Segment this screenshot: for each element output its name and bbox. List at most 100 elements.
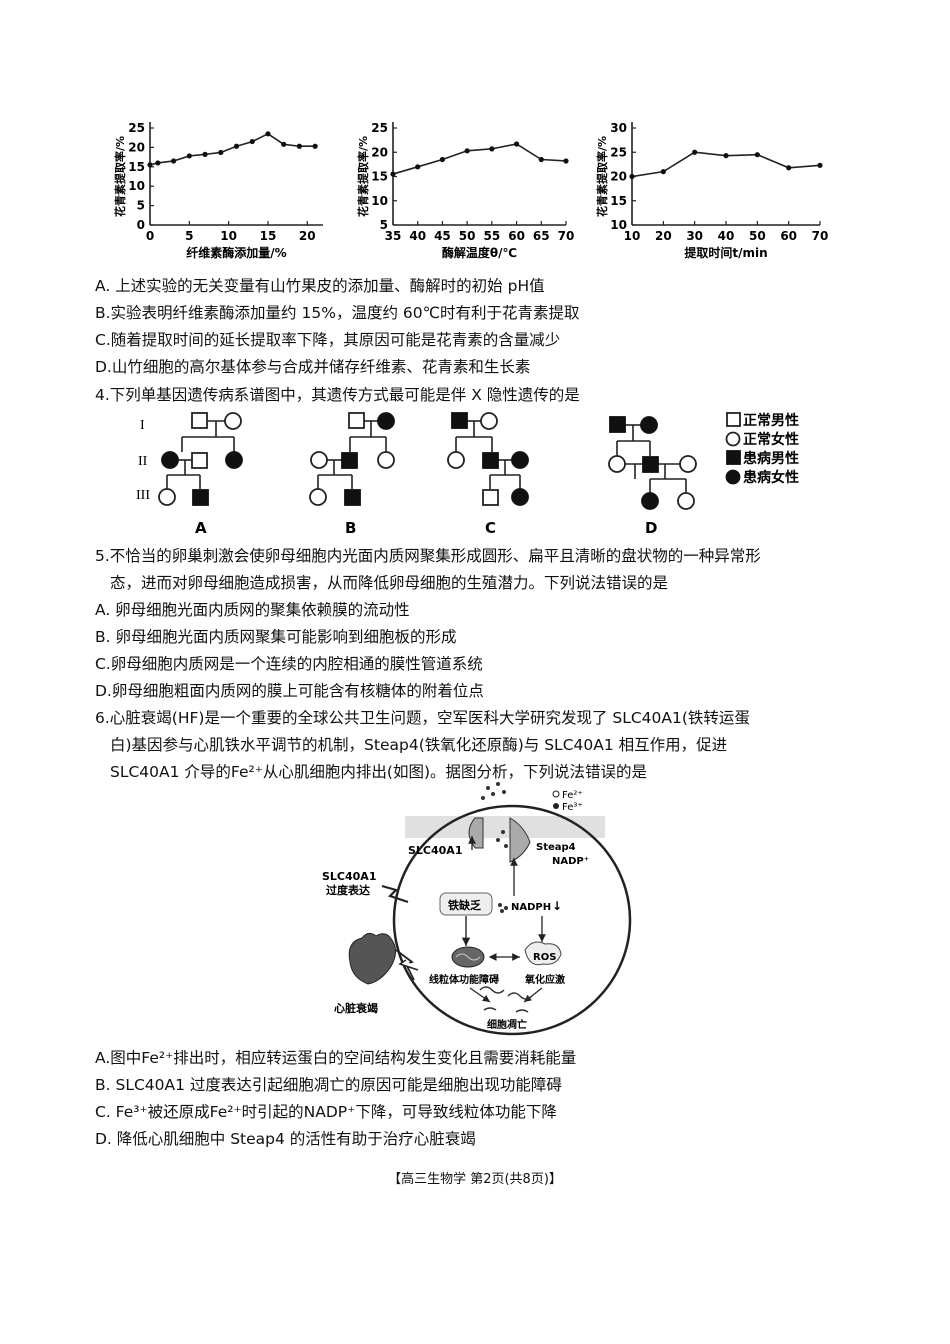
x-tick-label: 10 bbox=[624, 229, 641, 243]
x-axis-label: 酶解温度θ/℃ bbox=[442, 245, 517, 260]
q3-option-c: C.随着提取时间的延长提取率下降，其原因可能是花青素的含量减少 bbox=[95, 331, 561, 349]
x-tick-label: 20 bbox=[299, 229, 316, 243]
data-point bbox=[170, 158, 177, 164]
q6-option-a: A.图中Fe²⁺排出时，相应转运蛋白的空间结构发生变化且需要消耗能量 bbox=[95, 1049, 577, 1067]
pedigree-d: D bbox=[608, 416, 697, 537]
x-tick-label: 50 bbox=[749, 229, 766, 243]
data-point bbox=[629, 173, 635, 180]
y-tick-label: 15 bbox=[128, 160, 145, 174]
y-tick-label: 5 bbox=[380, 218, 388, 232]
cell-outline bbox=[392, 804, 632, 1036]
x-tick-label: 40 bbox=[409, 229, 426, 243]
x-tick-label: 50 bbox=[459, 229, 476, 243]
y-tick-label: 5 bbox=[137, 199, 145, 213]
x-tick-label: 60 bbox=[780, 229, 797, 243]
q6-stem-line3: SLC40A1 介导的Fe²⁺从心肌细胞内排出(如图)。据图分析，下列说法错误的… bbox=[110, 763, 648, 781]
apoptosis-label: 细胞凋亡 bbox=[487, 1018, 527, 1031]
x-axis-label: 纤维素酶添加量/% bbox=[186, 245, 286, 260]
data-point bbox=[723, 153, 729, 159]
legend-normal-female: 正常女性 bbox=[743, 431, 799, 448]
legend-affected-female: 患病女性 bbox=[743, 469, 799, 486]
pedigree-b: B bbox=[309, 412, 395, 537]
x-axis-label: 提取时间t/min bbox=[684, 245, 767, 260]
data-point bbox=[147, 162, 153, 168]
y-tick-label: 30 bbox=[610, 121, 627, 135]
y-tick-label: 15 bbox=[371, 170, 388, 184]
series-line bbox=[392, 143, 567, 175]
x-tick-label: 55 bbox=[484, 229, 501, 243]
x-tick-label: 70 bbox=[812, 229, 829, 243]
x-tick-label: 35 bbox=[385, 229, 402, 243]
y-tick-label: 20 bbox=[610, 170, 627, 184]
data-point bbox=[439, 156, 446, 163]
pedigree-a-label: A bbox=[195, 519, 207, 537]
q5-stem-line1: 5.不恰当的卵巢刺激会使卵母细胞内光面内质网聚集形成圆形、扁平且清晰的盘状物的一… bbox=[95, 547, 761, 565]
data-point bbox=[218, 149, 224, 156]
overexpression-label-1: SLC40A1 bbox=[322, 870, 376, 883]
x-tick-label: 10 bbox=[220, 229, 237, 243]
data-point bbox=[660, 169, 666, 175]
data-point bbox=[186, 153, 192, 159]
y-tick-label: 15 bbox=[610, 194, 627, 208]
data-point bbox=[202, 151, 208, 157]
data-point bbox=[817, 162, 823, 168]
y-tick-label: 20 bbox=[128, 140, 145, 154]
y-tick-label: 10 bbox=[128, 179, 145, 193]
q4-stem: 4.下列单基因遗传病系谱图中，其遗传方式最可能是伴 X 隐性遗传的是 bbox=[95, 386, 580, 404]
y-tick-label: 25 bbox=[128, 121, 145, 135]
svg-text:↓: ↓ bbox=[552, 899, 562, 913]
y-tick-label: 25 bbox=[371, 121, 388, 135]
x-tick-label: 40 bbox=[718, 229, 735, 243]
x-tick-label: 20 bbox=[655, 229, 672, 243]
x-tick-label: 65 bbox=[533, 229, 550, 243]
q5-stem-line2: 态，进而对卵母细胞造成损害，从而降低卵母细胞的生殖潜力。下列说法错误的是 bbox=[110, 574, 669, 592]
gen-label-2: II bbox=[138, 454, 148, 469]
x-tick-label: 45 bbox=[434, 229, 451, 243]
slc40a1-label: SLC40A1 bbox=[408, 844, 462, 857]
q5-option-c: C.卵母细胞内质网是一个连续的内腔相通的膜性管道系统 bbox=[95, 655, 483, 673]
data-point bbox=[415, 164, 421, 170]
data-point bbox=[265, 131, 271, 137]
oxidative-stress-label: 氧化应激 bbox=[524, 973, 565, 986]
data-point bbox=[563, 158, 569, 164]
gen-label-3: III bbox=[136, 488, 150, 503]
q6-option-c: C. Fe³⁺被还原成Fe²⁺时引起的NADP⁺下降，可导致线粒体功能下降 bbox=[95, 1103, 557, 1121]
x-tick-label: 0 bbox=[146, 229, 154, 243]
pedigree-legend: 正常男性 正常女性 患病男性 患病女性 bbox=[725, 412, 799, 486]
x-tick-label: 15 bbox=[260, 229, 277, 243]
x-tick-label: 30 bbox=[686, 229, 703, 243]
data-point bbox=[754, 152, 760, 158]
q6-option-b: B. SLC40A1 过度表达引起细胞凋亡的原因可能是细胞出现功能障碍 bbox=[95, 1076, 562, 1094]
data-point bbox=[312, 143, 318, 149]
iron-deficiency-label: 铁缺乏 bbox=[448, 898, 481, 912]
data-point bbox=[538, 156, 544, 163]
q5-option-b: B. 卵母细胞光面内质网聚集可能影响到细胞板的形成 bbox=[95, 628, 457, 646]
fe3-label: Fe³⁺ bbox=[562, 802, 583, 813]
heart-failure-label: 心脏衰竭 bbox=[334, 1001, 378, 1015]
y-tick-label: 10 bbox=[371, 194, 388, 208]
heart-icon bbox=[348, 932, 396, 985]
q3-option-a: A. 上述实验的无关变量有山竹果皮的添加量、酶解时的初始 pH值 bbox=[95, 277, 545, 295]
y-tick-label: 10 bbox=[610, 218, 627, 232]
data-point bbox=[155, 160, 161, 166]
pedigree-figure: .ln{stroke:#222;stroke-width:1.6;fill:no… bbox=[136, 412, 799, 537]
data-point bbox=[281, 141, 287, 147]
x-tick-label: 60 bbox=[508, 229, 525, 243]
q6-stem-line2: 白)基因参与心肌铁水平调节的机制，Steap4(铁氧化还原酶)与 SLC40A1… bbox=[110, 736, 728, 754]
y-axis-label: 花青素提取率/% bbox=[356, 136, 370, 217]
legend-normal-male: 正常男性 bbox=[743, 412, 799, 429]
gen-label-1: I bbox=[140, 418, 145, 433]
ros-label: ROS bbox=[533, 952, 556, 963]
overexpression-label-2: 过度表达 bbox=[326, 883, 370, 897]
x-tick-label: 5 bbox=[185, 229, 193, 243]
cardiomyocyte-diagram: Fe²⁺ Fe³⁺ SLC40A1 Steap4 NADP⁺ SLC40A1 过… bbox=[322, 782, 632, 1036]
pedigree-b-label: B bbox=[345, 519, 356, 537]
q6-option-d: D. 降低心肌细胞中 Steap4 的活性有助于治疗心脏衰竭 bbox=[95, 1130, 476, 1148]
y-tick-label: 25 bbox=[610, 145, 627, 159]
series-line bbox=[149, 132, 316, 166]
q3-option-b: B.实验表明纤维素酶添加量约 15%，温度约 60℃时有利于花青素提取 bbox=[95, 304, 580, 322]
q5-option-a: A. 卵母细胞光面内质网的聚集依赖膜的流动性 bbox=[95, 601, 410, 619]
